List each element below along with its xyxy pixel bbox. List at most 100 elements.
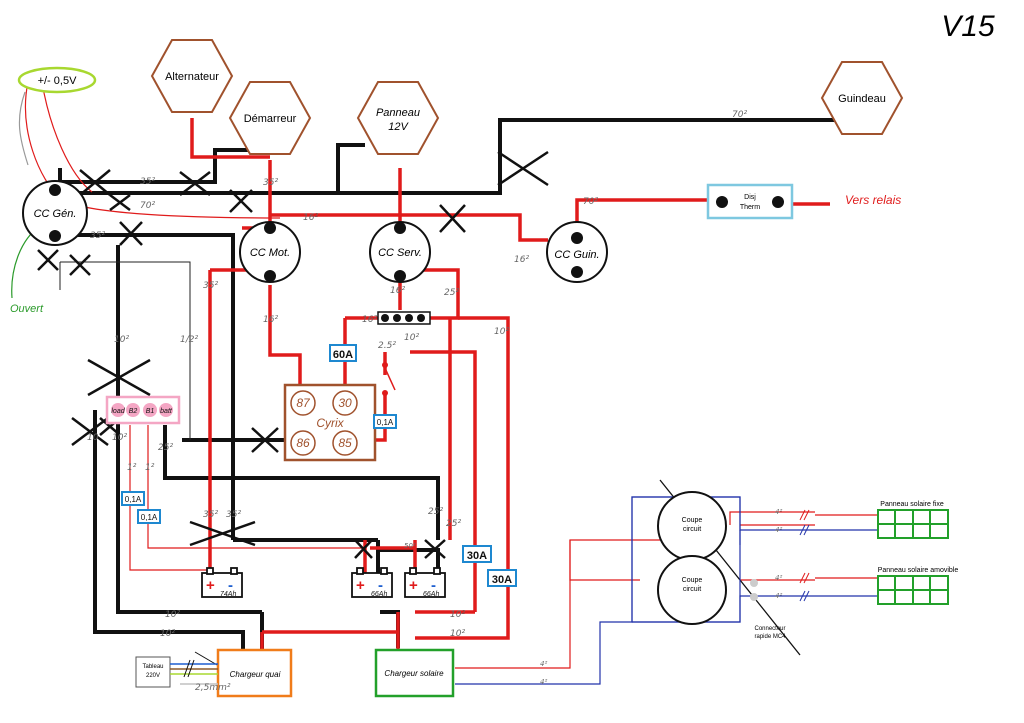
gauge-10-c3: 10²: [450, 610, 465, 620]
bat2-capacity: 66Ah: [371, 591, 387, 598]
hexagons: [150, 39, 904, 155]
gauge-16-serv: 16²: [390, 286, 405, 296]
coupe-1-label-1: Coupe: [682, 517, 703, 524]
gauge-70-disj: 70²: [583, 197, 598, 207]
vers-relais-label: Vers relais: [845, 193, 901, 207]
gauge-35-mot: 35²: [203, 281, 218, 291]
switch-circles: [22, 180, 608, 283]
hex-alternateur: [150, 39, 234, 113]
switch-guin: [546, 221, 608, 283]
mc4-dot-1: [750, 579, 758, 587]
cable-slashes: [799, 509, 810, 602]
voltmeter-ellipse: [17, 66, 97, 94]
grey-wire: [18, 91, 29, 166]
disj-terminal-left: [716, 196, 728, 208]
terminal-load: load: [111, 408, 125, 415]
gauge-10-serv: 10²: [494, 327, 509, 337]
cyrix-pin-30: 30: [338, 396, 352, 410]
panneau-label-1: Panneau: [376, 107, 420, 119]
solar-panels: [877, 509, 949, 605]
switch-gen-label: CC Gén.: [34, 208, 77, 220]
guindeau-label: Guindeau: [838, 93, 886, 105]
fuse-30a-2: 30A: [492, 574, 512, 586]
coupe-2-label-1: Coupe: [682, 577, 703, 584]
ouvert-label: Ouvert: [10, 303, 44, 315]
gauge-10-c1: 10²: [165, 610, 180, 620]
bat1-plus: +: [206, 577, 215, 594]
gauge-4-e: 4²: [775, 574, 782, 582]
gauge-10-c4: 10²: [450, 629, 465, 639]
terminal-dots: [111, 403, 173, 417]
bat2-minus: -: [378, 577, 383, 594]
gauge-16-mot: 16²: [303, 213, 318, 223]
voltmeter-label: +/- 0,5V: [38, 75, 77, 87]
panneau-fixe-label: Panneau solaire fixe: [880, 501, 944, 508]
cross-marks: [37, 150, 549, 559]
switch-mot-label: CC Mot.: [250, 247, 290, 259]
gauge-4-a: 4²: [540, 660, 547, 668]
gauge-35-b: 35²: [263, 178, 278, 188]
chargeur-solaire-label: Chargeur solaire: [384, 669, 444, 678]
fuse-boxes: [121, 344, 517, 587]
thin-positive-wires: [24, 81, 878, 669]
gauge-1-a: 1²: [127, 463, 137, 473]
mc4-label-1: Connecteur: [754, 626, 785, 632]
gauge-16-mot-down: 16²: [263, 315, 278, 325]
chargeur-solaire-box: [374, 648, 455, 698]
gauge-25-bus: 2.5²: [378, 341, 396, 351]
gauge-16-guin: 16²: [514, 255, 529, 265]
bat3-minus: -: [431, 577, 436, 594]
gauge-35-gen: 35²: [90, 231, 105, 241]
switch-dot-1: [382, 362, 388, 368]
gauge-10-c2: 10²: [160, 629, 175, 639]
fuse-01a-1: 0,1A: [377, 418, 394, 427]
fuse-01a-3: 0,1A: [141, 513, 158, 522]
ac-wires: [170, 663, 218, 685]
gauge-16-bus: 16²: [362, 315, 377, 325]
cyrix-pin-86: 86: [296, 436, 310, 450]
gauge-10-gen: 10²: [114, 335, 129, 345]
chargeur-quai-box: [216, 648, 293, 698]
coupe-circuit-2: [657, 555, 727, 625]
hex-guindeau: [820, 61, 904, 135]
gauge-12-gen: 1/2²: [180, 335, 198, 345]
battery-boxes: [201, 567, 446, 598]
coupe-1-label-2: circuit: [683, 526, 701, 533]
gauge-1-b: 1²: [145, 463, 155, 473]
ac-slash: [183, 659, 195, 678]
mc4-label-2: rapide MC4: [754, 634, 786, 640]
terminal-b1: B1: [146, 408, 155, 415]
tableau-label-1: Tableau: [142, 664, 163, 670]
fuse-01a-2: 0,1A: [125, 495, 142, 504]
switch-lever: [384, 367, 396, 391]
gauge-35-bat1: 35²: [203, 510, 218, 520]
disj-label-1: Disj: [744, 194, 756, 201]
gauge-35-bat2: 35²: [226, 510, 241, 520]
bus-bar-studs: [381, 314, 425, 322]
tableau-label-2: 220V: [146, 673, 160, 679]
gauge-25-serv: 25²: [444, 288, 459, 298]
bat1-minus: -: [228, 577, 233, 594]
hex-demarreur: [228, 81, 312, 155]
bus-bar: [377, 311, 431, 325]
thin-negative-wires: [59, 261, 191, 440]
switch-terminals: [49, 184, 583, 282]
switch-guin-label: CC Guin.: [554, 249, 599, 261]
switch-serv-label: CC Serv.: [378, 247, 422, 259]
switch-gen: [22, 180, 88, 246]
panneau-amovible-label: Panneau solaire amovible: [878, 567, 959, 574]
disj-label-2: Therm: [740, 204, 760, 211]
mc4-dot-2: [750, 593, 758, 601]
panneau-label-2: 12V: [388, 121, 409, 133]
gauge-25-r2: 25²: [446, 519, 461, 529]
tableau-box: [135, 656, 171, 688]
gauge-quai: 2,5mm²: [195, 683, 231, 693]
gauge-10-bus: 10²: [404, 333, 419, 343]
chargeur-quai-label: Chargeur quai: [230, 670, 281, 679]
cyrix-pin-85: 85: [338, 436, 352, 450]
disj-terminal-right: [772, 196, 784, 208]
hex-panneau: [356, 81, 440, 155]
gauge-10-b2: 10²: [112, 433, 127, 443]
alternateur-label: Alternateur: [165, 71, 219, 83]
